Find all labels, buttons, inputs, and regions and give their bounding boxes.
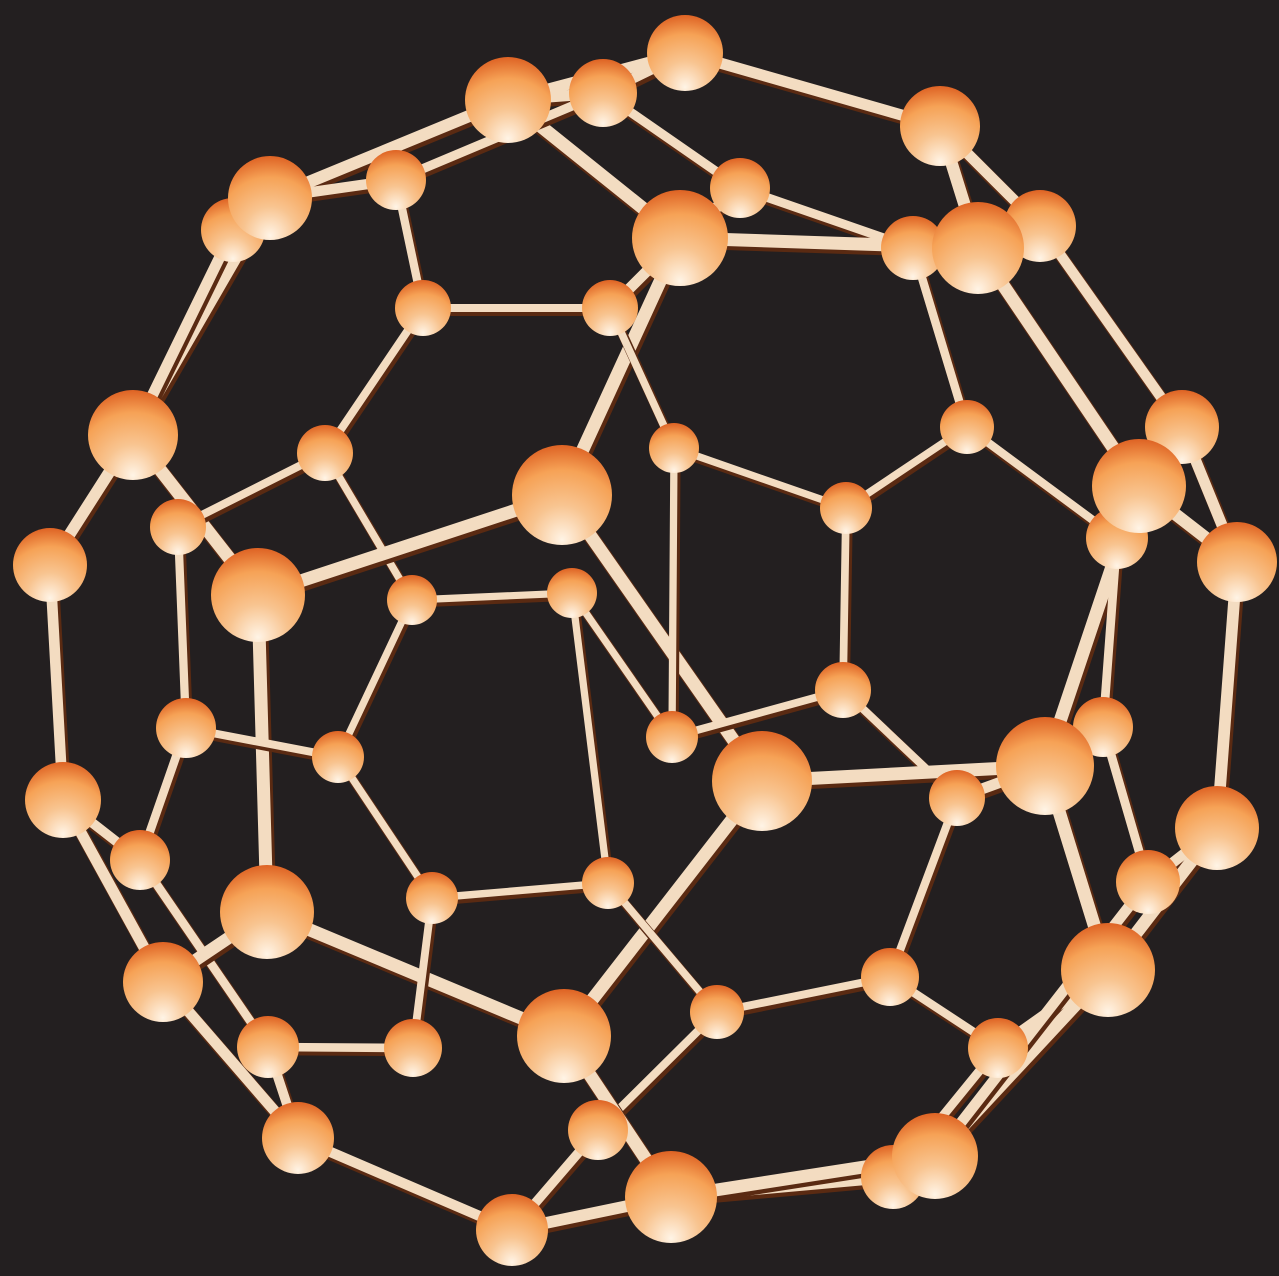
- atom: [929, 770, 985, 826]
- atom: [237, 1016, 299, 1078]
- atom: [211, 548, 305, 642]
- bond: [334, 596, 416, 761]
- bond: [679, 47, 946, 132]
- bond: [321, 304, 427, 457]
- atom: [1197, 522, 1277, 602]
- atom: [476, 1194, 548, 1266]
- atom: [88, 390, 178, 480]
- bond: [1211, 556, 1243, 834]
- atom: [690, 985, 744, 1039]
- atom: [632, 190, 728, 286]
- atom: [1145, 390, 1219, 464]
- atom: [968, 1018, 1028, 1078]
- atom: [1061, 923, 1155, 1017]
- atom: [547, 568, 597, 618]
- atom: [228, 156, 312, 240]
- atom: [220, 865, 314, 959]
- bond: [292, 1132, 518, 1236]
- atom-layer: [13, 15, 1277, 1266]
- bond: [1098, 533, 1122, 732]
- bond: [251, 488, 569, 602]
- atom: [569, 59, 637, 127]
- atom: [312, 731, 364, 783]
- atom: [366, 150, 426, 210]
- atom: [1175, 786, 1259, 870]
- atom: [582, 857, 634, 909]
- bond: [885, 793, 962, 982]
- atom: [1116, 850, 1180, 914]
- atom: [710, 158, 770, 218]
- atom: [512, 445, 612, 545]
- bond: [962, 422, 1122, 543]
- bond: [670, 444, 850, 512]
- atom: [110, 830, 170, 890]
- atom: [262, 1102, 334, 1174]
- bond: [428, 879, 612, 902]
- atom: [861, 948, 919, 1006]
- atom: [395, 280, 451, 336]
- bond: [44, 559, 69, 806]
- atom: [387, 575, 437, 625]
- atom: [582, 280, 638, 336]
- bond: [839, 504, 850, 694]
- atom: [1092, 439, 1186, 533]
- atom: [647, 15, 723, 91]
- atom: [123, 942, 203, 1022]
- bond: [251, 588, 274, 919]
- bond: [971, 241, 1146, 493]
- bond: [557, 774, 769, 1043]
- atom: [465, 57, 551, 143]
- atom: [384, 1019, 442, 1077]
- bond: [713, 973, 894, 1016]
- bond: [260, 905, 571, 1043]
- atom: [820, 482, 872, 534]
- atom: [996, 717, 1094, 815]
- atom: [297, 425, 353, 481]
- atom: [568, 1100, 628, 1160]
- atom: [712, 731, 812, 831]
- atom: [815, 662, 871, 718]
- atom: [150, 499, 206, 555]
- atom: [940, 400, 994, 454]
- atom: [649, 423, 699, 473]
- atom: [406, 872, 458, 924]
- bond: [321, 449, 416, 604]
- bond: [408, 589, 576, 604]
- bond: [668, 444, 678, 741]
- bond: [173, 522, 191, 733]
- bond: [334, 753, 436, 902]
- bond: [668, 686, 847, 741]
- bond: [555, 488, 769, 788]
- bond: [568, 589, 612, 887]
- atom: [881, 216, 945, 280]
- bond: [568, 589, 676, 741]
- bond: [1034, 220, 1188, 433]
- atom: [25, 762, 101, 838]
- atom: [646, 711, 698, 763]
- atom: [892, 1113, 978, 1199]
- atom: [13, 528, 87, 602]
- atom: [932, 202, 1024, 294]
- atom: [156, 698, 216, 758]
- bond: [604, 879, 721, 1016]
- atom: [625, 1151, 717, 1243]
- atom: [900, 86, 980, 166]
- atom: [1073, 697, 1133, 757]
- atom: [517, 989, 611, 1083]
